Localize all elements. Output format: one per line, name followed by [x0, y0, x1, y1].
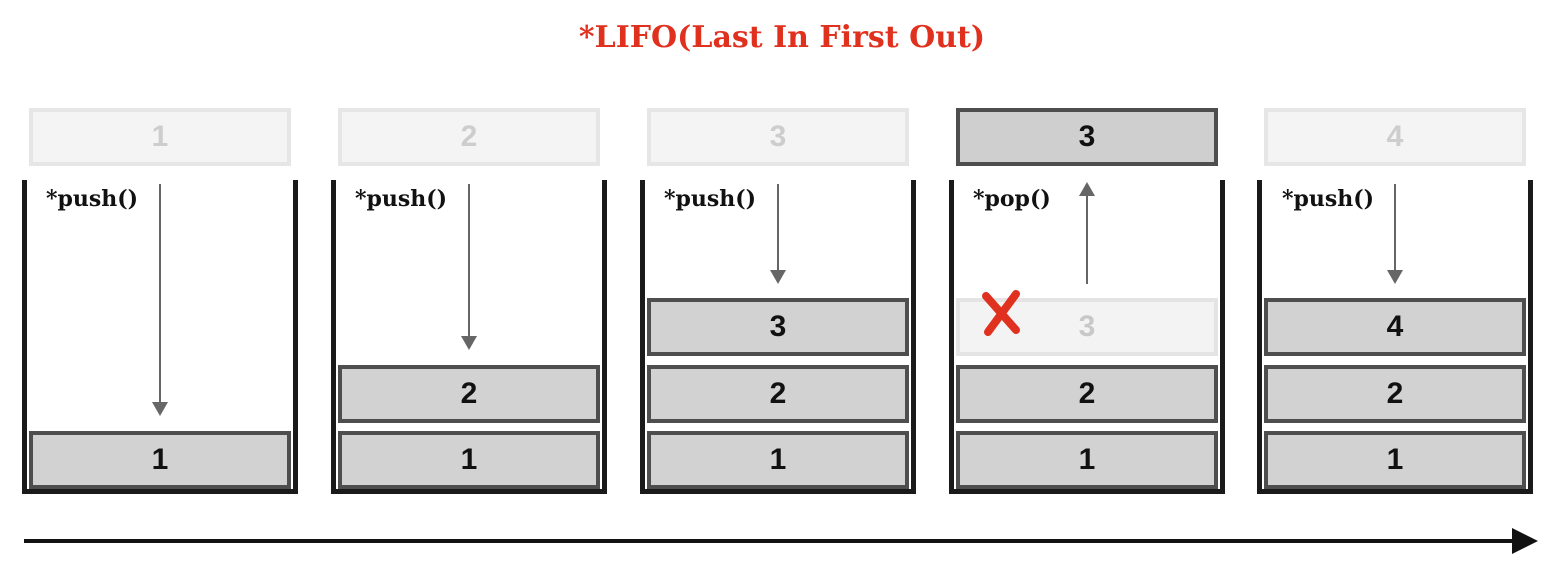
- incoming-block: 4: [1264, 108, 1526, 166]
- stack-block: 1: [956, 431, 1218, 489]
- red-cross-icon: [982, 290, 1020, 336]
- operation-label: *push(): [46, 186, 139, 212]
- operation-label: *push(): [664, 186, 757, 212]
- operation-label: *pop(): [973, 186, 1051, 212]
- popped-block: 3: [956, 108, 1218, 166]
- incoming-block: 2: [338, 108, 600, 166]
- stack-block: 4: [1264, 298, 1526, 356]
- push-arrow-icon: [1387, 184, 1403, 284]
- incoming-block: 1: [29, 108, 291, 166]
- stack-container: [949, 180, 1225, 494]
- diagram-title: *LIFO(Last In First Out): [578, 20, 986, 55]
- stack-container: [640, 180, 916, 494]
- stack-container: [22, 180, 298, 494]
- stack-container: [1257, 180, 1533, 494]
- stack-block: 1: [338, 431, 600, 489]
- operation-label: *push(): [355, 186, 448, 212]
- pop-arrow-icon: [1079, 182, 1095, 284]
- incoming-block: 3: [647, 108, 909, 166]
- stack-block: 1: [29, 431, 291, 489]
- stack-block: 1: [1264, 431, 1526, 489]
- stack-container: [331, 180, 607, 494]
- stack-block: 1: [647, 431, 909, 489]
- push-arrow-icon: [770, 184, 786, 284]
- stack-block: 2: [647, 365, 909, 423]
- operation-label: *push(): [1282, 186, 1375, 212]
- stack-block: 2: [338, 365, 600, 423]
- push-arrow-icon: [461, 184, 477, 350]
- stack-block: 3: [647, 298, 909, 356]
- stack-block: 2: [1264, 365, 1526, 423]
- push-arrow-icon: [152, 184, 168, 416]
- stack-block: 2: [956, 365, 1218, 423]
